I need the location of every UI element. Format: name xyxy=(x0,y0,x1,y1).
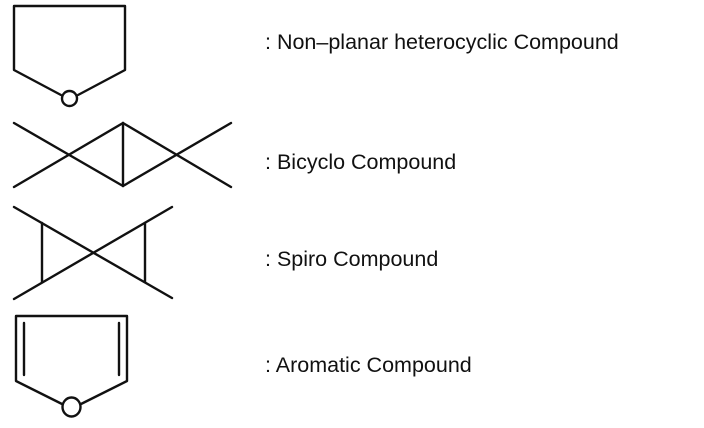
label-bicyclo: : Bicyclo Compound xyxy=(265,150,457,174)
spiro-structure xyxy=(12,205,174,301)
aromatic-compound-structure xyxy=(14,314,129,418)
label-non-planar-heterocyclic: : Non–planar heterocyclic Compound xyxy=(265,30,619,54)
oxygen-atom-icon xyxy=(60,89,79,108)
bicyclo-structure xyxy=(12,121,233,189)
non-planar-heterocycle-structure xyxy=(12,4,127,108)
oxygen-atom-icon xyxy=(61,396,82,418)
label-spiro: : Spiro Compound xyxy=(265,247,439,271)
label-aromatic: : Aromatic Compound xyxy=(265,353,472,377)
